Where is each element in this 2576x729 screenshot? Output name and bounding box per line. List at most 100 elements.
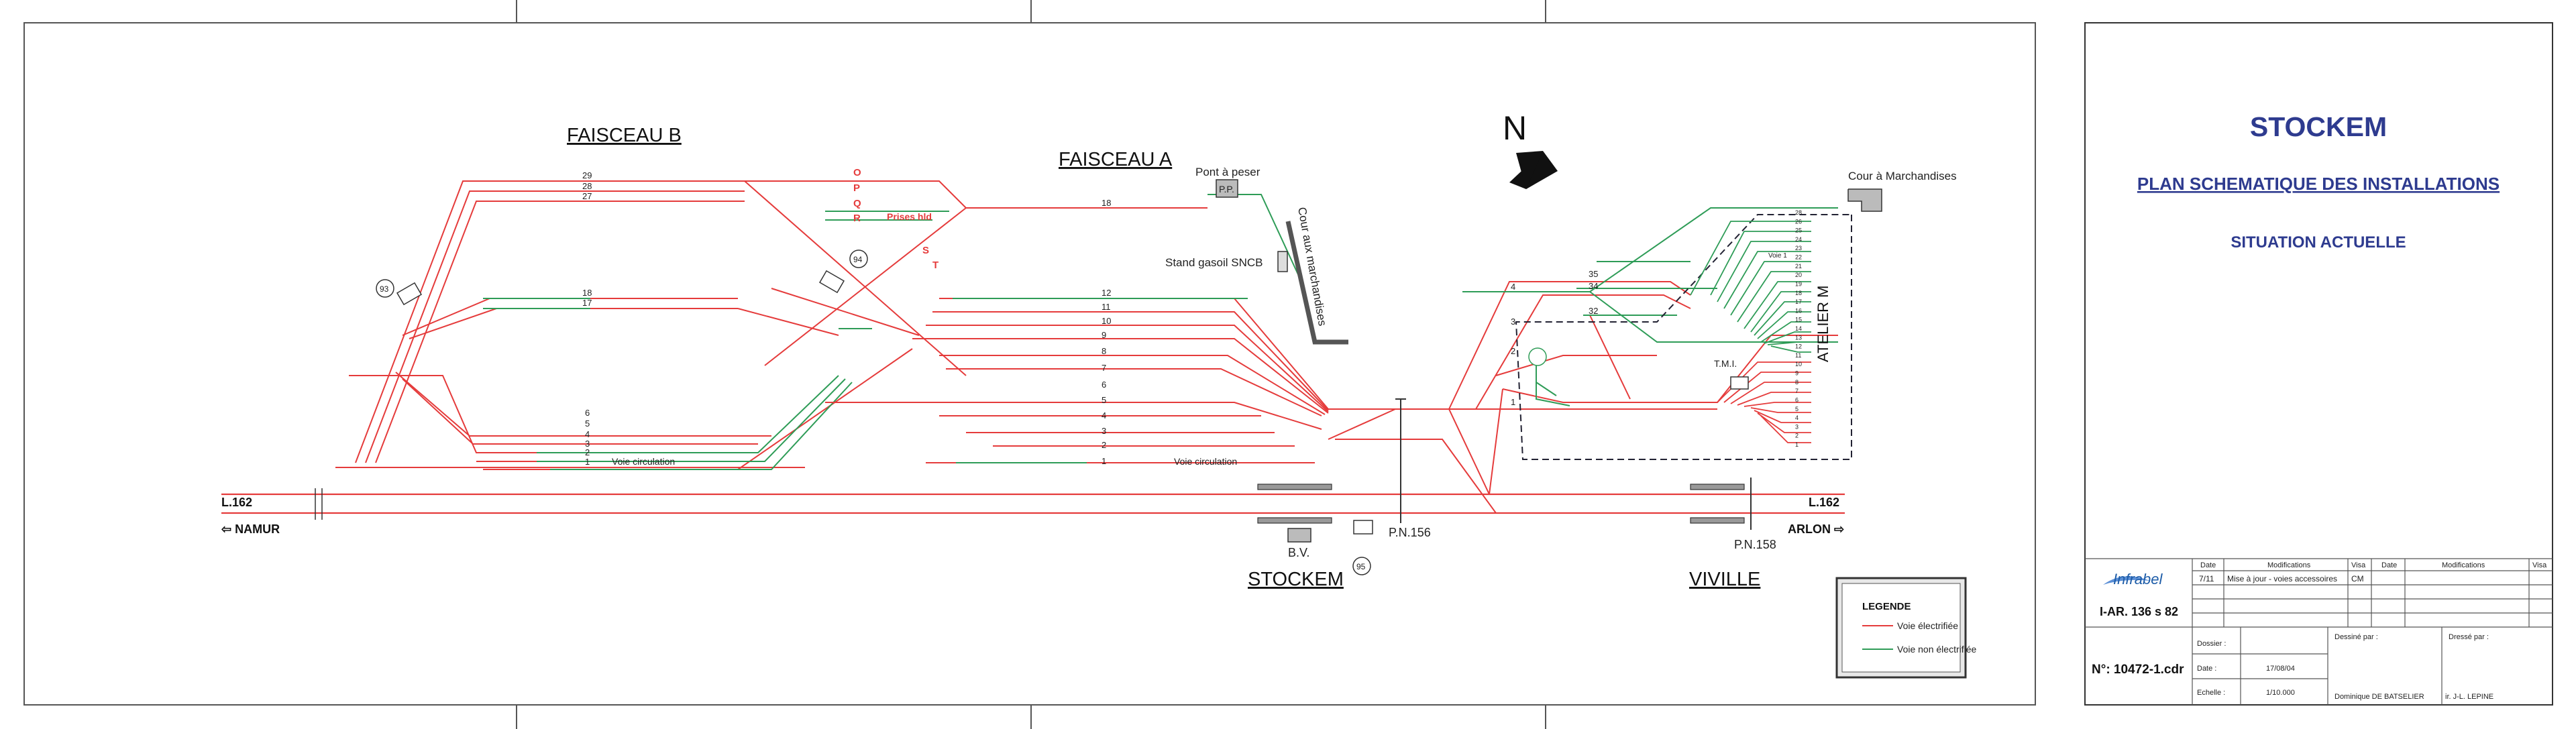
- atelier-track-number: 12: [1795, 343, 1802, 350]
- atelier-track-number: 6: [1795, 397, 1799, 404]
- atelier-track-number: 22: [1795, 254, 1802, 261]
- track-num-a2: 2: [1102, 440, 1106, 450]
- mod-row-text: Mise à jour - voies accessoires: [2227, 574, 2337, 583]
- atelier-track-number: 7: [1795, 388, 1799, 394]
- mod-header-visa-1: Visa: [2351, 561, 2366, 569]
- track-num-a8: 8: [1102, 346, 1106, 356]
- atelier-track-number: 21: [1795, 263, 1802, 270]
- faisceau-a-label: FAISCEAU A: [1059, 149, 1173, 170]
- mod-header-date-2: Date: [2381, 561, 2397, 569]
- dessine-label: Dessiné par :: [2334, 633, 2378, 641]
- buildings: [1216, 179, 1882, 543]
- tmi-label: T.M.I.: [1714, 358, 1737, 369]
- track-num-a9: 9: [1102, 330, 1106, 340]
- track-num-a4: 4: [1102, 410, 1106, 420]
- mod-header-mods-1: Modifications: [2267, 561, 2311, 569]
- date-value: 17/08/04: [2266, 665, 2295, 673]
- atelier-track-number: 3: [1795, 423, 1799, 430]
- atelier-track-number: 15: [1795, 317, 1802, 323]
- voie-circulation-b-label: Voie circulation: [612, 456, 675, 467]
- l162-right-label: L.162: [1809, 496, 1839, 509]
- atelier-fan-red: [1717, 361, 1811, 443]
- track-num-v4: 4: [1511, 282, 1515, 292]
- atelier-track-number: 20: [1795, 272, 1802, 278]
- atelier-track-number: 2: [1795, 433, 1799, 439]
- title-subtitle: PLAN SCHEMATIQUE DES INSTALLATIONS: [2137, 174, 2500, 194]
- signal-markers: [376, 249, 1547, 575]
- atelier-track-number: 26: [1795, 218, 1802, 225]
- atelier-track-number: 18: [1795, 290, 1802, 296]
- dresse-label: Dressé par :: [2449, 633, 2489, 641]
- dresse-value: ir. J-L. LEPINE: [2445, 693, 2493, 701]
- track-num-b6: 6: [585, 408, 590, 418]
- track-num-b5: 5: [585, 418, 590, 429]
- track-num-v1: 1: [1511, 397, 1515, 407]
- drawing-number: N°: 10472-1.cdr: [2092, 663, 2184, 677]
- atelier-track-number: 28: [1795, 209, 1802, 216]
- voie-1-atelier-label: Voie 1: [1768, 252, 1787, 260]
- cour-marchandises-strip: [1277, 221, 1348, 345]
- track-num-a11: 11: [1102, 302, 1111, 312]
- atelier-track-number: 19: [1795, 281, 1802, 288]
- viville-label: VIVILLE: [1689, 569, 1760, 590]
- stockem-label: STOCKEM: [1248, 569, 1344, 590]
- viville-green: [1462, 207, 1838, 406]
- atelier-track-number: 13: [1795, 334, 1802, 341]
- date-label: Date :: [2197, 665, 2216, 673]
- main-line-l162: [221, 488, 1845, 520]
- track-num-b28: 28: [582, 181, 592, 191]
- atelier-fan-green: [1690, 221, 1811, 353]
- track-num-a12: 12: [1102, 288, 1111, 298]
- north-label: N: [1503, 109, 1527, 147]
- l162-left-label: L.162: [221, 496, 252, 509]
- red-letter-o: O: [853, 167, 861, 178]
- pont-a-peser-label: Pont à peser: [1195, 166, 1260, 178]
- track-num-v34: 34: [1589, 281, 1598, 291]
- track-num-a3: 3: [1102, 426, 1106, 436]
- namur-label: ⇦ NAMUR: [221, 522, 280, 536]
- title-status: SITUATION ACTUELLE: [2231, 233, 2406, 251]
- track-num-a5: 5: [1102, 395, 1106, 405]
- legend-electrified-label: Voie électrifiée: [1897, 620, 1958, 631]
- mod-header-mods-2: Modifications: [2442, 561, 2485, 569]
- track-num-v35: 35: [1589, 269, 1598, 279]
- atelier-track-number: 9: [1795, 370, 1799, 377]
- atelier-track-number: 24: [1795, 236, 1802, 243]
- atelier-track-numbers: 2826252423222120191817161514131211109876…: [1795, 209, 1802, 448]
- atelier-track-number: 11: [1795, 352, 1801, 359]
- atelier-track-number: 17: [1795, 298, 1802, 305]
- pn158-label: P.N.158: [1734, 538, 1776, 551]
- dossier-label: Dossier :: [2197, 640, 2226, 648]
- track-num-a1: 1: [1102, 456, 1106, 466]
- stand-gasoil-label: Stand gasoil SNCB: [1165, 256, 1263, 269]
- faisceau-b-tracks: [335, 180, 967, 470]
- red-letter-q: Q: [853, 198, 861, 209]
- dessine-value: Dominique DE BATSELIER: [2334, 693, 2424, 701]
- echelle-value: 1/10.000: [2266, 689, 2295, 697]
- atelier-track-number: 5: [1795, 406, 1799, 412]
- voie-circulation-a-label: Voie circulation: [1174, 456, 1237, 467]
- track-num-v2: 2: [1511, 346, 1515, 356]
- atelier-m-outline: [1515, 214, 1852, 460]
- atelier-track-number: 4: [1795, 414, 1799, 421]
- track-num-b1: 1: [585, 457, 590, 467]
- track-num-a7: 7: [1102, 363, 1106, 373]
- atelier-track-number: 16: [1795, 307, 1802, 314]
- track-num-a6: 6: [1102, 380, 1106, 390]
- title-block: STOCKEM PLAN SCHEMATIQUE DES INSTALLATIO…: [2084, 22, 2553, 706]
- track-num-v3: 3: [1511, 317, 1515, 327]
- signal-93-label: 93: [380, 284, 389, 294]
- track-num-b2: 2: [585, 447, 590, 457]
- bv-label: B.V.: [1288, 546, 1309, 559]
- pn156-label: P.N.156: [1389, 526, 1431, 539]
- legend-non-electrified-label: Voie non électrifiée: [1897, 644, 1977, 655]
- track-num-b27: 27: [582, 191, 592, 201]
- track-num-b3: 3: [585, 439, 590, 449]
- atelier-track-number: 25: [1795, 227, 1802, 234]
- atelier-track-number: 8: [1795, 379, 1799, 386]
- mod-header-visa-2: Visa: [2532, 561, 2547, 569]
- red-letter-t: T: [932, 260, 938, 271]
- legend: LEGENDE Voie électrifiée Voie non électr…: [1835, 577, 1977, 679]
- track-num-b17: 17: [582, 298, 592, 308]
